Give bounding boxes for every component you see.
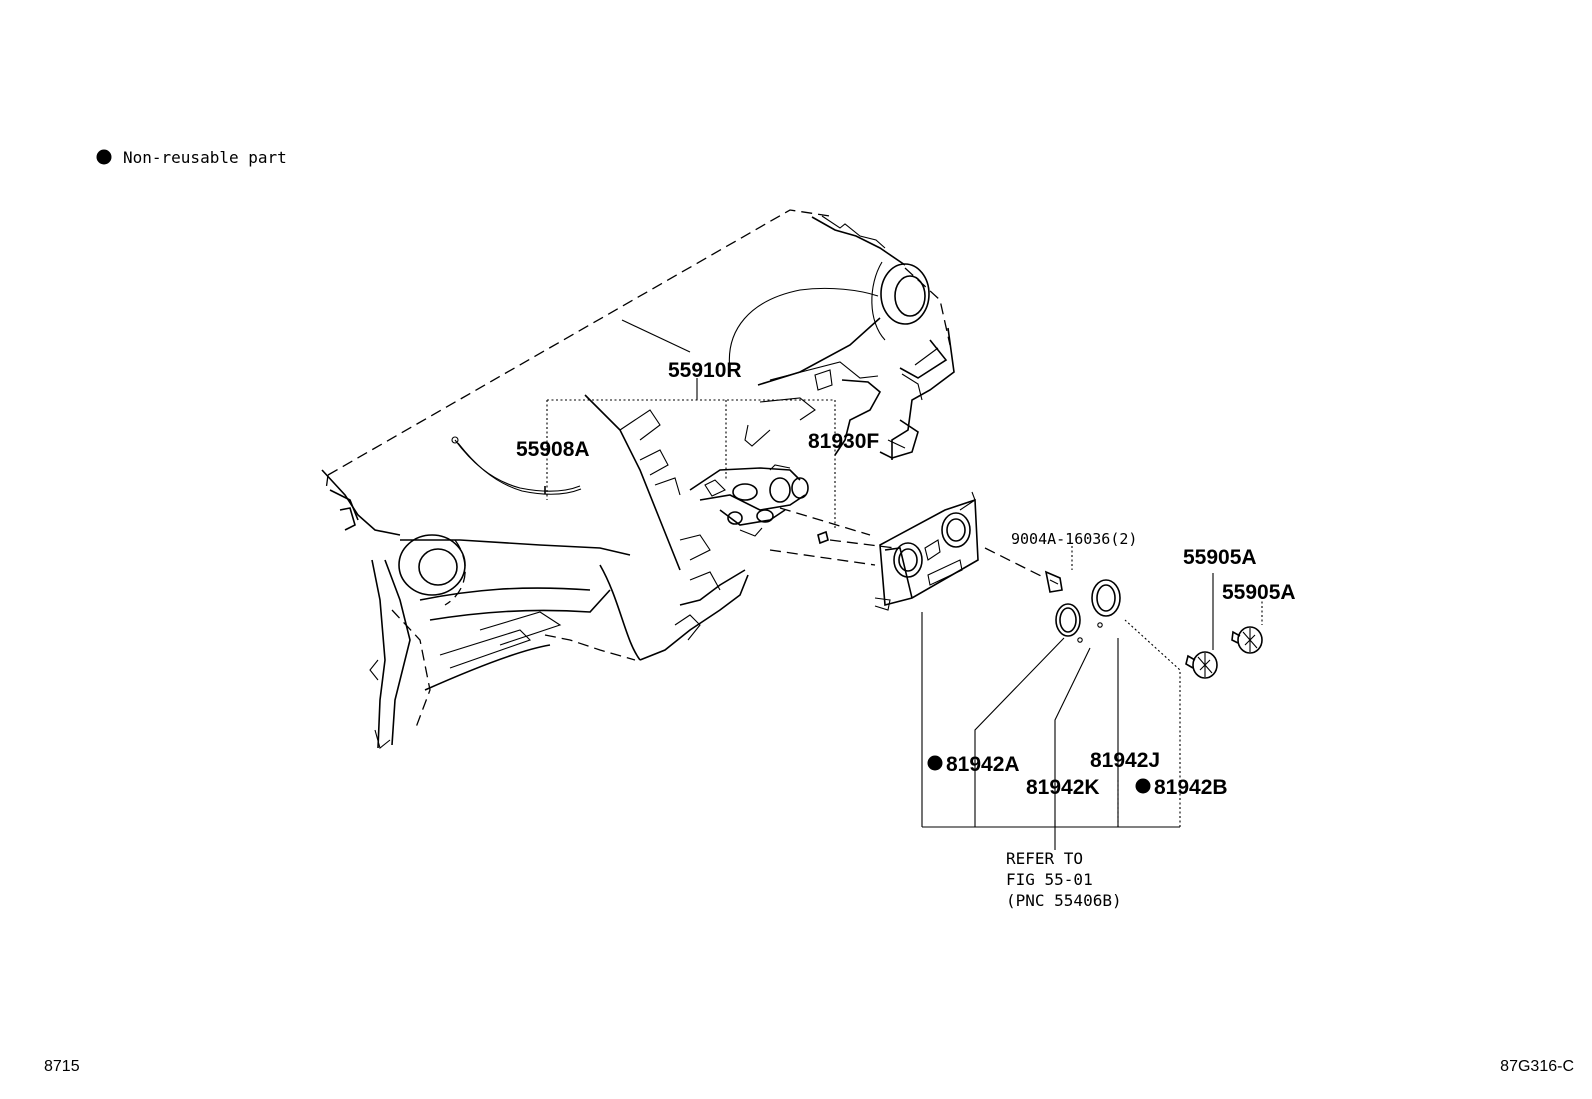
legend-text: Non-reusable part bbox=[123, 148, 287, 167]
part-label-55905A-lower: 55905A bbox=[1222, 581, 1296, 604]
part-label-55908A: 55908A bbox=[516, 438, 590, 461]
ring-81942B-drawing bbox=[1091, 579, 1121, 617]
part-label-81942K: 81942K bbox=[1026, 776, 1100, 799]
screw-drawing bbox=[984, 547, 1063, 593]
footer-right-code: 87G316-C bbox=[1500, 1058, 1574, 1075]
part-label-9004A-16036: 9004A-16036(2) bbox=[1011, 530, 1137, 548]
footer-left-code: 8715 bbox=[44, 1058, 80, 1075]
heater-control-panel-drawing bbox=[874, 491, 979, 611]
heater-control-mechanism bbox=[689, 464, 809, 537]
part-label-55910R: 55910R bbox=[668, 359, 742, 382]
instrument-panel-drawing bbox=[321, 209, 955, 749]
refer-note-line-2: FIG 55-01 bbox=[1006, 870, 1093, 889]
part-label-81942A: 81942A bbox=[946, 753, 1020, 776]
knob-drawing-2 bbox=[1231, 626, 1263, 654]
non-reusable-bullet-icon bbox=[1135, 778, 1151, 794]
part-label-81942J: 81942J bbox=[1090, 749, 1160, 772]
knob-drawing-1 bbox=[1185, 651, 1218, 679]
refer-note-line-3: (PNC 55406B) bbox=[1006, 891, 1122, 910]
part-label-55905A-upper: 55905A bbox=[1183, 546, 1257, 569]
non-reusable-bullet-icon bbox=[96, 149, 112, 165]
non-reusable-bullet-icon bbox=[927, 755, 943, 771]
refer-note-line-1: REFER TO bbox=[1006, 849, 1083, 868]
part-label-81942B: 81942B bbox=[1154, 776, 1228, 799]
part-label-81930F: 81930F bbox=[808, 430, 879, 453]
ring-81942A-drawing bbox=[1055, 603, 1081, 637]
